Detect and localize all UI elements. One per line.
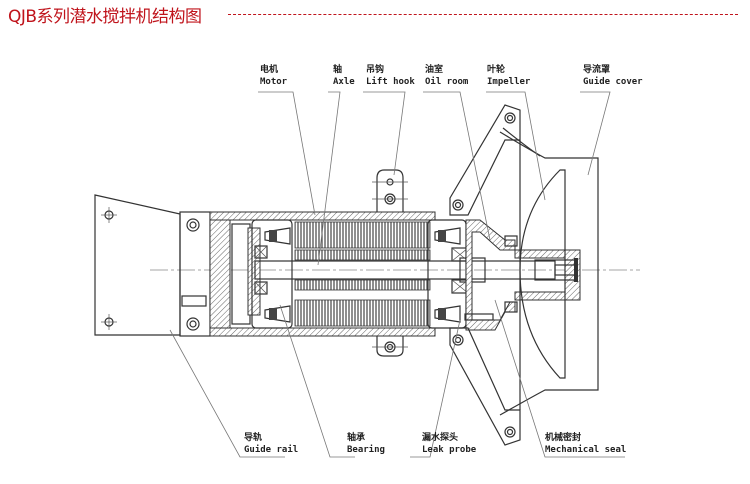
label-motor: 电机 Motor — [260, 63, 288, 87]
svg-text:油室: 油室 — [425, 63, 443, 75]
leader-lines — [169, 91, 625, 458]
svg-text:Bearing: Bearing — [347, 444, 385, 455]
svg-text:导流罩: 导流罩 — [583, 63, 610, 75]
label-leak-probe: 漏水探头 Leak probe — [422, 431, 477, 455]
svg-text:Impeller: Impeller — [487, 77, 531, 87]
svg-text:Mechanical seal: Mechanical seal — [545, 444, 626, 455]
label-guide-rail: 导轨 Guide rail — [244, 431, 298, 455]
svg-text:轴: 轴 — [333, 63, 342, 75]
svg-text:Axle: Axle — [333, 77, 355, 87]
svg-text:机械密封: 机械密封 — [545, 431, 581, 443]
svg-text:Lift hook: Lift hook — [366, 76, 415, 87]
svg-text:轴承: 轴承 — [347, 431, 365, 443]
svg-text:漏水探头: 漏水探头 — [422, 431, 458, 443]
header: QJB系列潜水搅拌机结构图 — [8, 3, 202, 27]
label-mechanical-seal: 机械密封 Mechanical seal — [545, 431, 626, 455]
oil-room — [464, 219, 518, 331]
lift-hook — [372, 169, 408, 357]
svg-text:Motor: Motor — [260, 77, 288, 87]
svg-text:Leak probe: Leak probe — [422, 445, 477, 455]
label-lift-hook: 吊钩 Lift hook — [366, 63, 415, 87]
page-title: QJB系列潜水搅拌机结构图 — [8, 6, 202, 27]
rear-cap — [179, 211, 261, 337]
svg-text:Oil room: Oil room — [425, 76, 469, 87]
svg-text:叶轮: 叶轮 — [487, 63, 505, 75]
header-divider — [228, 14, 738, 15]
label-bearing: 轴承 Bearing — [347, 431, 385, 455]
impeller-blade — [519, 169, 566, 379]
svg-text:Guide cover: Guide cover — [583, 76, 643, 87]
label-oil-room: 油室 Oil room — [425, 63, 469, 87]
label-guide-cover: 导流罩 Guide cover — [583, 63, 643, 87]
label-axle: 轴 Axle — [333, 63, 355, 87]
motor-housing — [209, 211, 467, 337]
svg-text:导轨: 导轨 — [244, 431, 262, 443]
svg-text:电机: 电机 — [260, 63, 278, 75]
svg-text:吊钩: 吊钩 — [366, 63, 384, 75]
svg-text:Guide rail: Guide rail — [244, 444, 298, 455]
guide-rail-bracket — [94, 194, 181, 336]
impeller-hub — [514, 249, 581, 301]
label-impeller: 叶轮 Impeller — [487, 63, 531, 87]
